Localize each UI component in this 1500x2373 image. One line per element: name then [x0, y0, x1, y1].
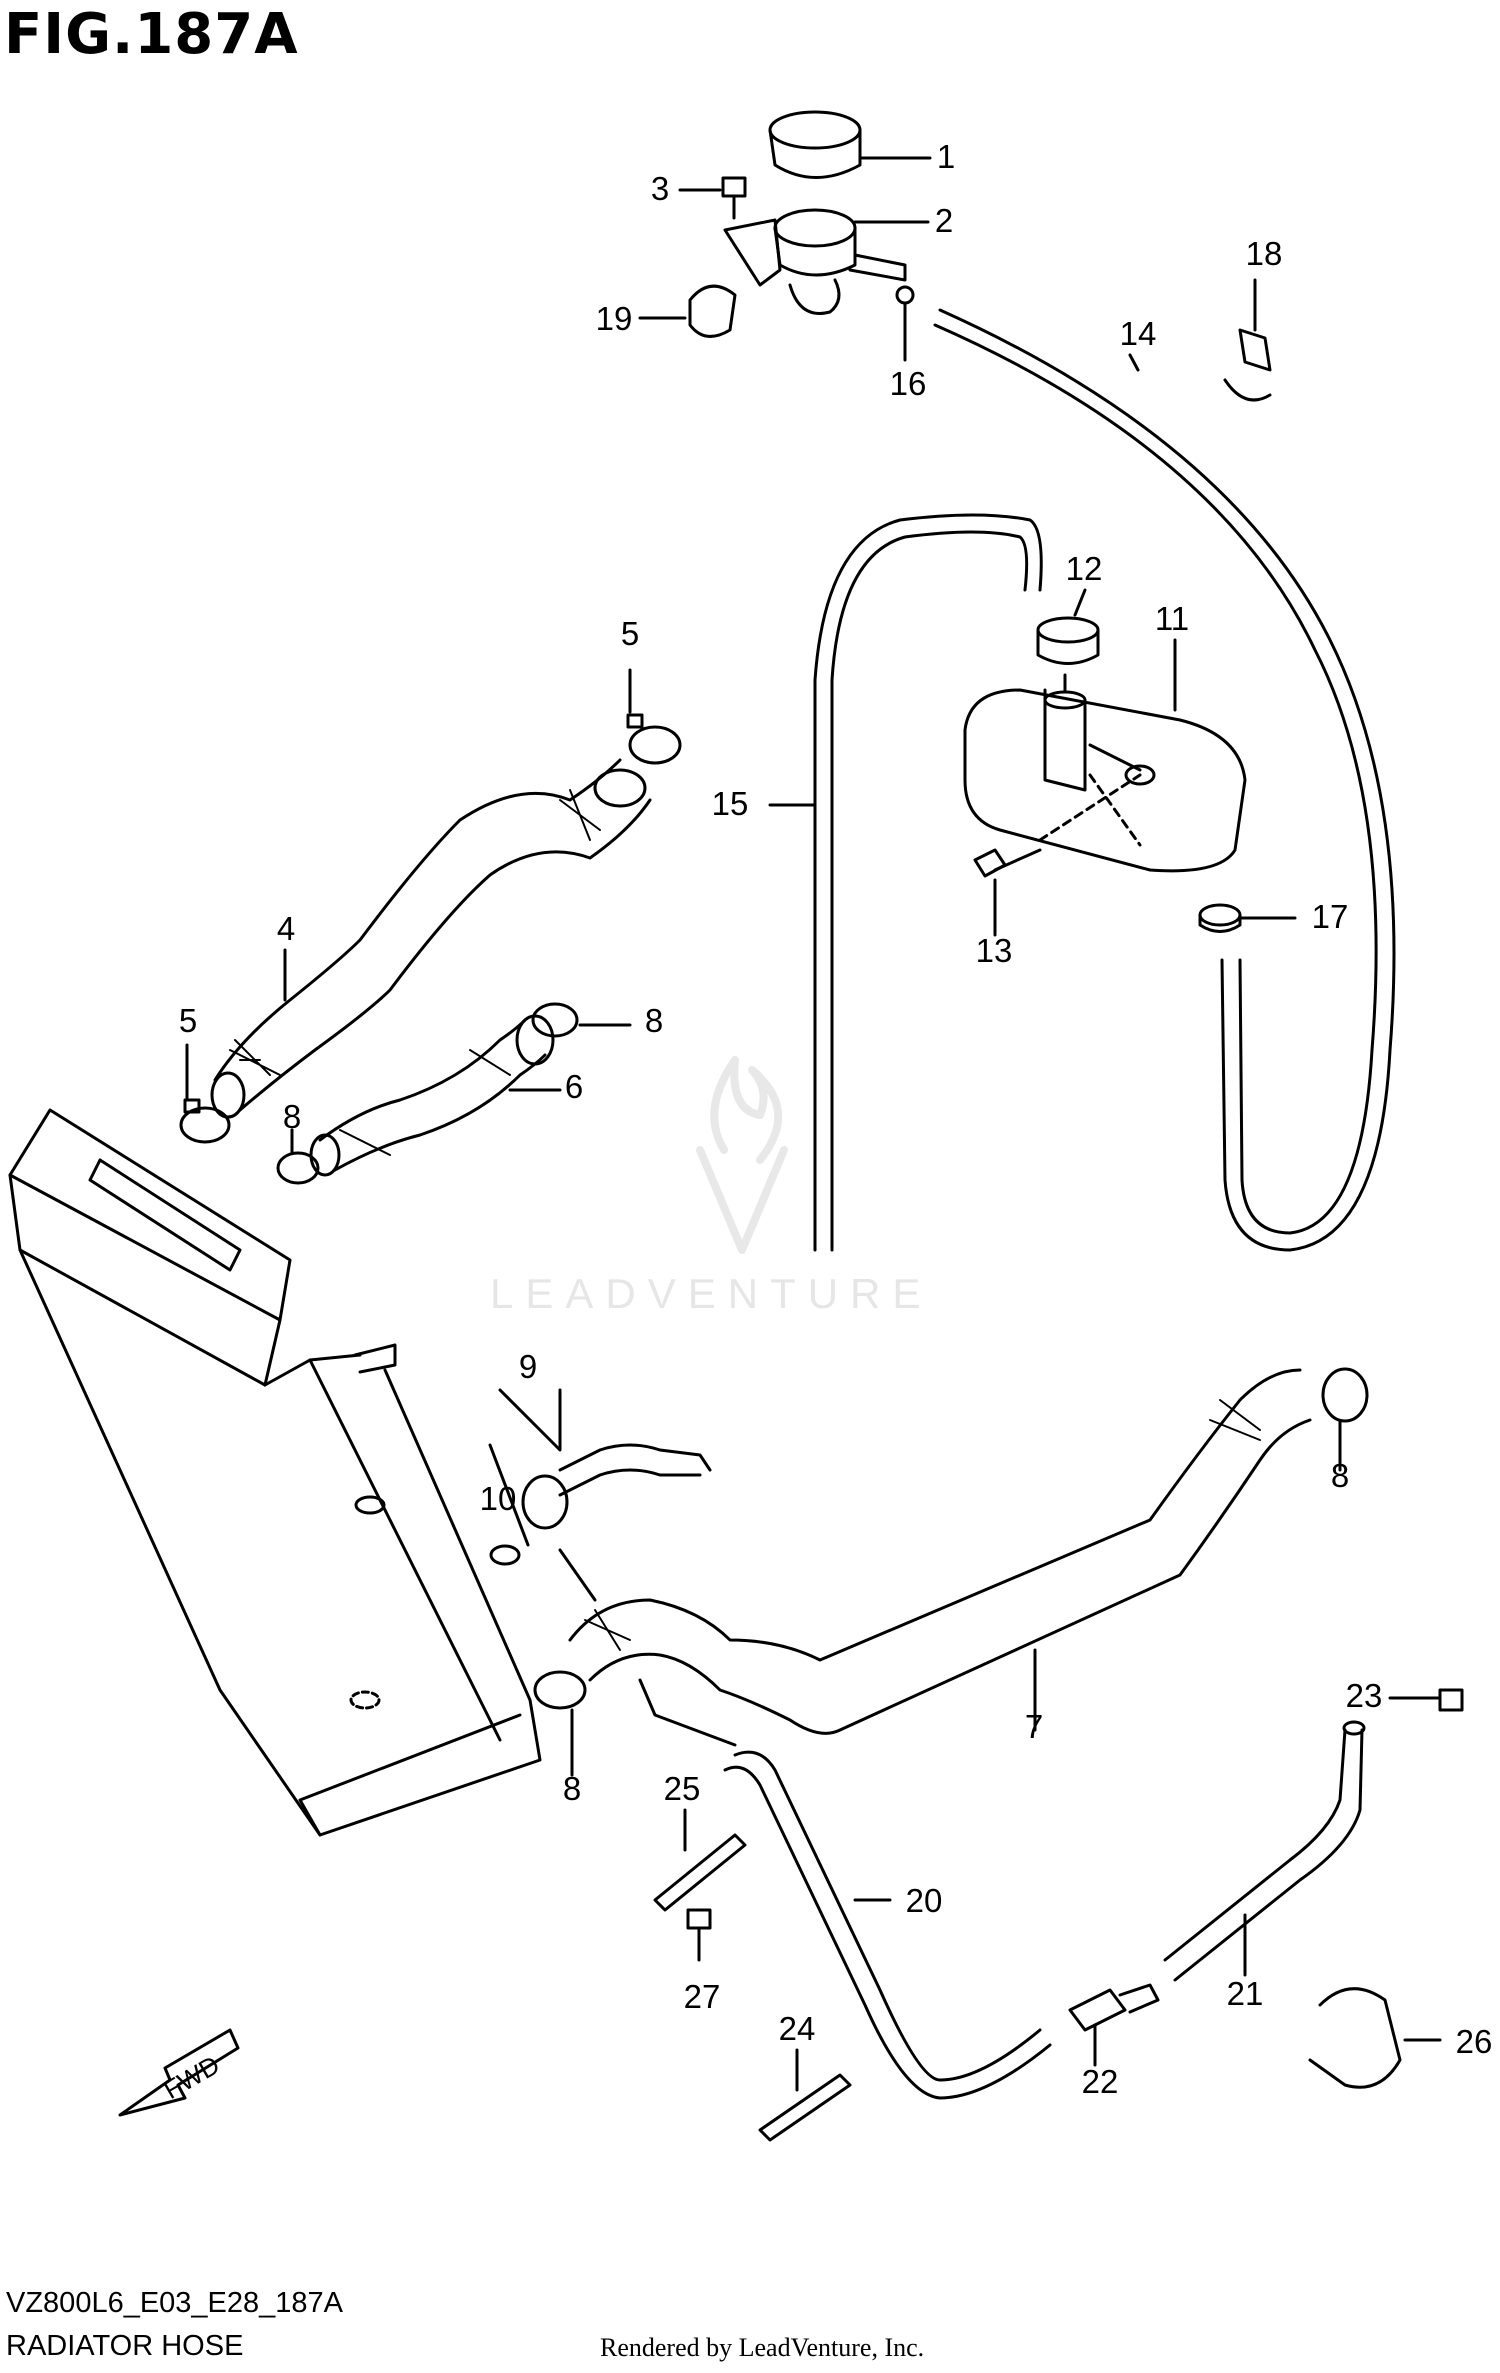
part-4-hose — [210, 758, 652, 1119]
figure-title: FIG.187A — [4, 2, 299, 67]
part-11-reservoir-tank — [963, 638, 1247, 873]
part-5-clamps — [179, 668, 682, 1144]
callout-8c: 8 — [1331, 1457, 1349, 1494]
callout-5a: 5 — [621, 615, 639, 652]
callout-26: 26 — [1456, 2023, 1493, 2060]
callout-17: 17 — [1312, 898, 1349, 935]
part-27-bolt — [686, 1908, 712, 1962]
figure-name: RADIATOR HOSE — [6, 2330, 244, 2362]
part-18-clip — [1223, 278, 1272, 402]
callout-23: 23 — [1346, 1677, 1383, 1714]
callout-20: 20 — [906, 1882, 943, 1919]
callout-10: 10 — [480, 1480, 517, 1517]
callout-2: 2 — [935, 202, 953, 239]
callout-24: 24 — [779, 2010, 816, 2047]
radiator — [8, 1108, 542, 1837]
figure-code: VZ800L6_E03_E28_187A — [6, 2287, 344, 2319]
callout-3: 3 — [651, 170, 669, 207]
callout-18: 18 — [1246, 235, 1283, 272]
part-9-10-switch — [488, 1388, 712, 1602]
part-3-bolt — [678, 176, 747, 220]
part-21-pipe — [1163, 1720, 1366, 1982]
callout-14: 14 — [1120, 315, 1157, 352]
part-19-clamp — [638, 284, 737, 338]
part-25-bracket — [653, 1808, 747, 1912]
callout-12: 12 — [1066, 550, 1103, 587]
part-17-clamp — [1198, 903, 1297, 933]
watermark-text: LEADVENTURE — [490, 1270, 933, 1317]
watermark-logo — [696, 1056, 788, 1254]
part-12-cap — [1036, 588, 1100, 665]
callout-labels: 1 2 3 4 5 5 6 7 8 8 8 8 9 10 11 12 13 14… — [158, 138, 1492, 2105]
part-7-hose — [568, 1368, 1312, 1747]
part-16-clip — [895, 285, 915, 362]
rendered-by: Rendered by LeadVenture, Inc. — [600, 2333, 925, 2362]
callout-16: 16 — [890, 365, 927, 402]
callout-4: 4 — [277, 910, 295, 947]
callout-19: 19 — [596, 300, 633, 337]
callout-27: 27 — [684, 1978, 721, 2015]
callout-11: 11 — [1155, 600, 1189, 637]
fwd-label: FWD — [158, 2049, 224, 2105]
part-1-cap — [768, 110, 932, 179]
callout-22: 22 — [1082, 2063, 1119, 2100]
callout-6: 6 — [565, 1068, 583, 1105]
part-22-joint — [1068, 1983, 1160, 2067]
part-26-clamp — [1308, 1987, 1442, 2089]
callout-25: 25 — [664, 1770, 701, 1807]
part-14-hose — [933, 308, 1396, 1252]
part-24-bracket — [758, 2048, 852, 2142]
callout-8b: 8 — [283, 1098, 301, 1135]
fwd-arrow — [118, 2028, 240, 2117]
callout-7: 7 — [1025, 1708, 1043, 1745]
part-2-filler-neck — [723, 208, 930, 315]
callout-13: 13 — [976, 932, 1013, 969]
callout-21: 21 — [1227, 1975, 1264, 2012]
part-8-clamps — [276, 1002, 1369, 1777]
part-15-hose — [768, 513, 1043, 1252]
callout-15: 15 — [712, 785, 749, 822]
part-6-hose — [309, 1014, 562, 1177]
callout-9: 9 — [519, 1348, 537, 1385]
callout-1: 1 — [937, 138, 955, 175]
callout-5b: 5 — [179, 1002, 197, 1039]
callout-8d: 8 — [563, 1770, 581, 1807]
callout-8a: 8 — [645, 1002, 663, 1039]
part-23-clamp — [1388, 1688, 1464, 1712]
part-20-hose — [723, 1750, 1052, 2100]
part-13-bolt — [973, 848, 1042, 937]
